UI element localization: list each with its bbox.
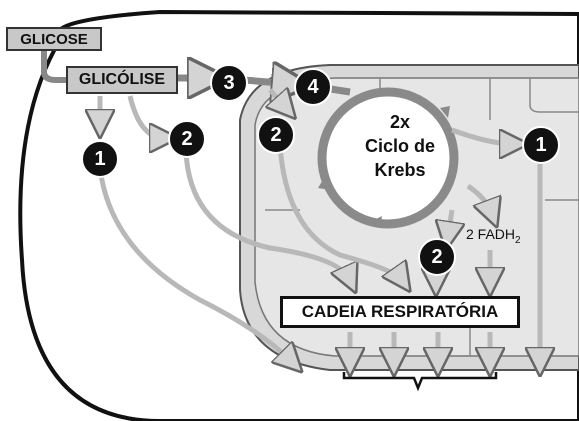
glicolise-box: GLICÓLISE: [66, 66, 178, 94]
krebs-line2: Krebs: [374, 160, 426, 180]
krebs-cycle-ring: [317, 87, 459, 229]
arrow-3-down: [270, 90, 286, 108]
badge-2-mito: 2: [257, 116, 295, 154]
flow-arrows: [100, 90, 540, 362]
glicose-box: GLICOSE: [6, 27, 102, 51]
arrow-glicose-glicolise: [41, 50, 66, 83]
badge-2-bottom: 2: [418, 238, 456, 276]
arrow-2-left-long: [183, 151, 350, 280]
krebs-arrowhead: [318, 178, 330, 190]
arrow-krebs-fadh: [466, 183, 492, 214]
badge-1-right: 1: [522, 126, 560, 164]
arrow-2-mito: [277, 144, 402, 280]
badge-1-left: 1: [81, 140, 119, 178]
arrow-1-left-long: [97, 167, 292, 362]
fadh2-subscript: 2: [515, 234, 521, 246]
fadh2-label: 2 FADH2: [466, 226, 521, 246]
arrow-krebs-down: [448, 209, 452, 236]
fadh2-text: 2 FADH: [466, 226, 516, 242]
bottom-bracket: [342, 372, 498, 392]
badge-3: 3: [210, 64, 248, 102]
arrow-3-4: [243, 80, 292, 84]
krebs-cycle-label: 2x Ciclo de Krebs: [350, 110, 450, 182]
krebs-multiplier: 2x: [389, 112, 411, 132]
krebs-arrowhead: [370, 216, 382, 228]
cadeia-respiratoria-box: CADEIA RESPIRATÓRIA: [280, 296, 520, 328]
krebs-arrowhead: [440, 106, 450, 118]
badge-4: 4: [294, 68, 332, 106]
arrow-glicolise-2: [127, 95, 164, 138]
arrow-krebs-right: [451, 127, 514, 144]
badge-2-left: 2: [168, 120, 206, 158]
krebs-line1: Ciclo de: [364, 136, 435, 156]
